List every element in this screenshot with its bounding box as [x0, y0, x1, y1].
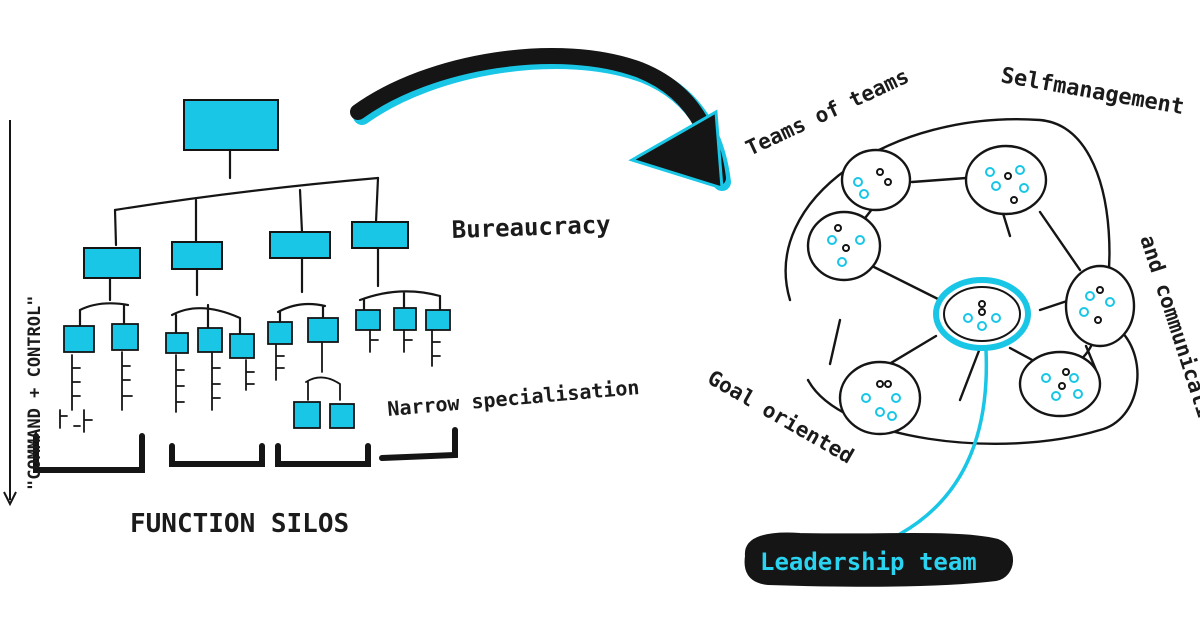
- top-executive-box: [183, 99, 279, 151]
- goal-oriented-label: Goal oriented: [704, 366, 858, 469]
- team-box: [63, 325, 95, 353]
- team-box: [267, 321, 293, 345]
- team-circle: [840, 148, 912, 212]
- team-circle: [964, 144, 1048, 216]
- team-box: [165, 332, 189, 354]
- hierarchy-org-chart: [33, 99, 458, 473]
- department-box: [351, 221, 409, 249]
- team-box: [425, 309, 451, 331]
- team-box: [393, 307, 417, 331]
- team-box: [229, 333, 255, 359]
- team-circle: [1064, 264, 1136, 348]
- team-box: [293, 401, 321, 429]
- team-box: [329, 403, 355, 429]
- team-circle: [838, 360, 922, 436]
- bureaucracy-label: Bureaucracy: [451, 210, 611, 244]
- self-management-label: Selfmanagement: [999, 63, 1186, 120]
- command-control-label: "COMMAND + CONTROL": [25, 296, 45, 490]
- team-box: [197, 327, 223, 353]
- team-box: [111, 323, 139, 351]
- department-box: [171, 241, 223, 270]
- leadership-team-label: Leadership team: [760, 548, 977, 576]
- narrow-specialisation-label: Narrow specialisation: [386, 375, 640, 421]
- team-box: [355, 309, 381, 331]
- and-communication-label: and communication: [1135, 232, 1200, 444]
- department-box: [269, 231, 331, 259]
- function-silos-label: FUNCTION SILOS: [130, 509, 349, 539]
- leadership-team-badge: Leadership team: [744, 532, 1013, 587]
- leadership-pointer-line: [898, 348, 989, 536]
- team-network-diagram: [784, 118, 1139, 445]
- team-members: [827, 165, 1115, 421]
- transition-arrow: [350, 48, 731, 191]
- team-box: [307, 317, 339, 343]
- department-box: [83, 247, 141, 279]
- left-vertical-arrow: [3, 120, 17, 507]
